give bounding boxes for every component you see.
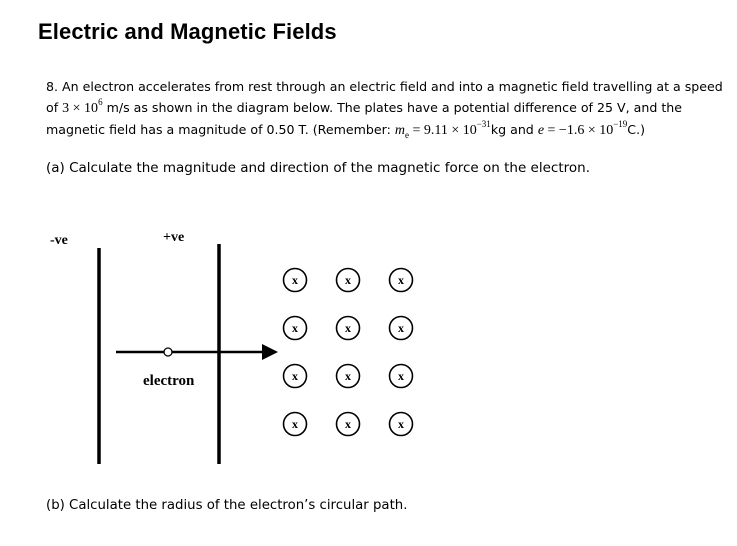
question-text: 8. An electron accelerates from rest thr… <box>46 76 736 141</box>
field-x-mark: x <box>345 273 351 287</box>
electron-particle <box>163 347 173 357</box>
magnetic-field-grid: x x x x x x x x x x x x <box>282 267 414 437</box>
field-into-page-symbol: x <box>335 411 361 437</box>
field-x-mark: x <box>345 321 351 335</box>
field-x-mark: x <box>292 321 298 335</box>
field-into-page-symbol: x <box>388 363 414 389</box>
field-x-mark: x <box>345 369 351 383</box>
velocity-arrowhead <box>262 344 278 360</box>
field-x-mark: x <box>292 273 298 287</box>
field-into-page-symbol: x <box>388 411 414 437</box>
field-into-page-symbol: x <box>335 267 361 293</box>
question-line-1: 8. An electron accelerates from rest thr… <box>46 79 723 94</box>
page-title: Electric and Magnetic Fields <box>38 19 337 44</box>
field-x-mark: x <box>398 417 404 431</box>
negative-plate-label: -ve <box>50 233 68 248</box>
field-into-page-symbol: x <box>335 363 361 389</box>
speed-value: 3 × 106 <box>62 97 103 116</box>
field-x-mark: x <box>398 369 404 383</box>
field-x-mark: x <box>292 369 298 383</box>
question-line-2: of 3 × 106 m/s as shown in the diagram b… <box>46 97 682 116</box>
electron-mass: me = 9.11 × 10−31 <box>394 119 491 140</box>
field-x-mark: x <box>292 417 298 431</box>
question-line-3: magnetic field has a magnitude of 0.50 T… <box>46 119 646 140</box>
field-into-page-symbol: x <box>282 267 308 293</box>
field-into-page-symbol: x <box>282 411 308 437</box>
part-b-text: (b) Calculate the radius of the electron… <box>46 498 408 513</box>
field-into-page-symbol: x <box>282 315 308 341</box>
part-a-text: (a) Calculate the magnitude and directio… <box>46 160 590 176</box>
field-x-mark: x <box>398 321 404 335</box>
field-into-page-symbol: x <box>335 315 361 341</box>
positive-plate-label: +ve <box>163 230 184 245</box>
electron-charge: e = −1.6 × 10−19 <box>537 119 628 138</box>
field-into-page-symbol: x <box>388 267 414 293</box>
field-x-mark: x <box>398 273 404 287</box>
field-into-page-symbol: x <box>388 315 414 341</box>
field-into-page-symbol: x <box>282 363 308 389</box>
field-x-mark: x <box>345 417 351 431</box>
electron-label: electron <box>143 373 195 389</box>
